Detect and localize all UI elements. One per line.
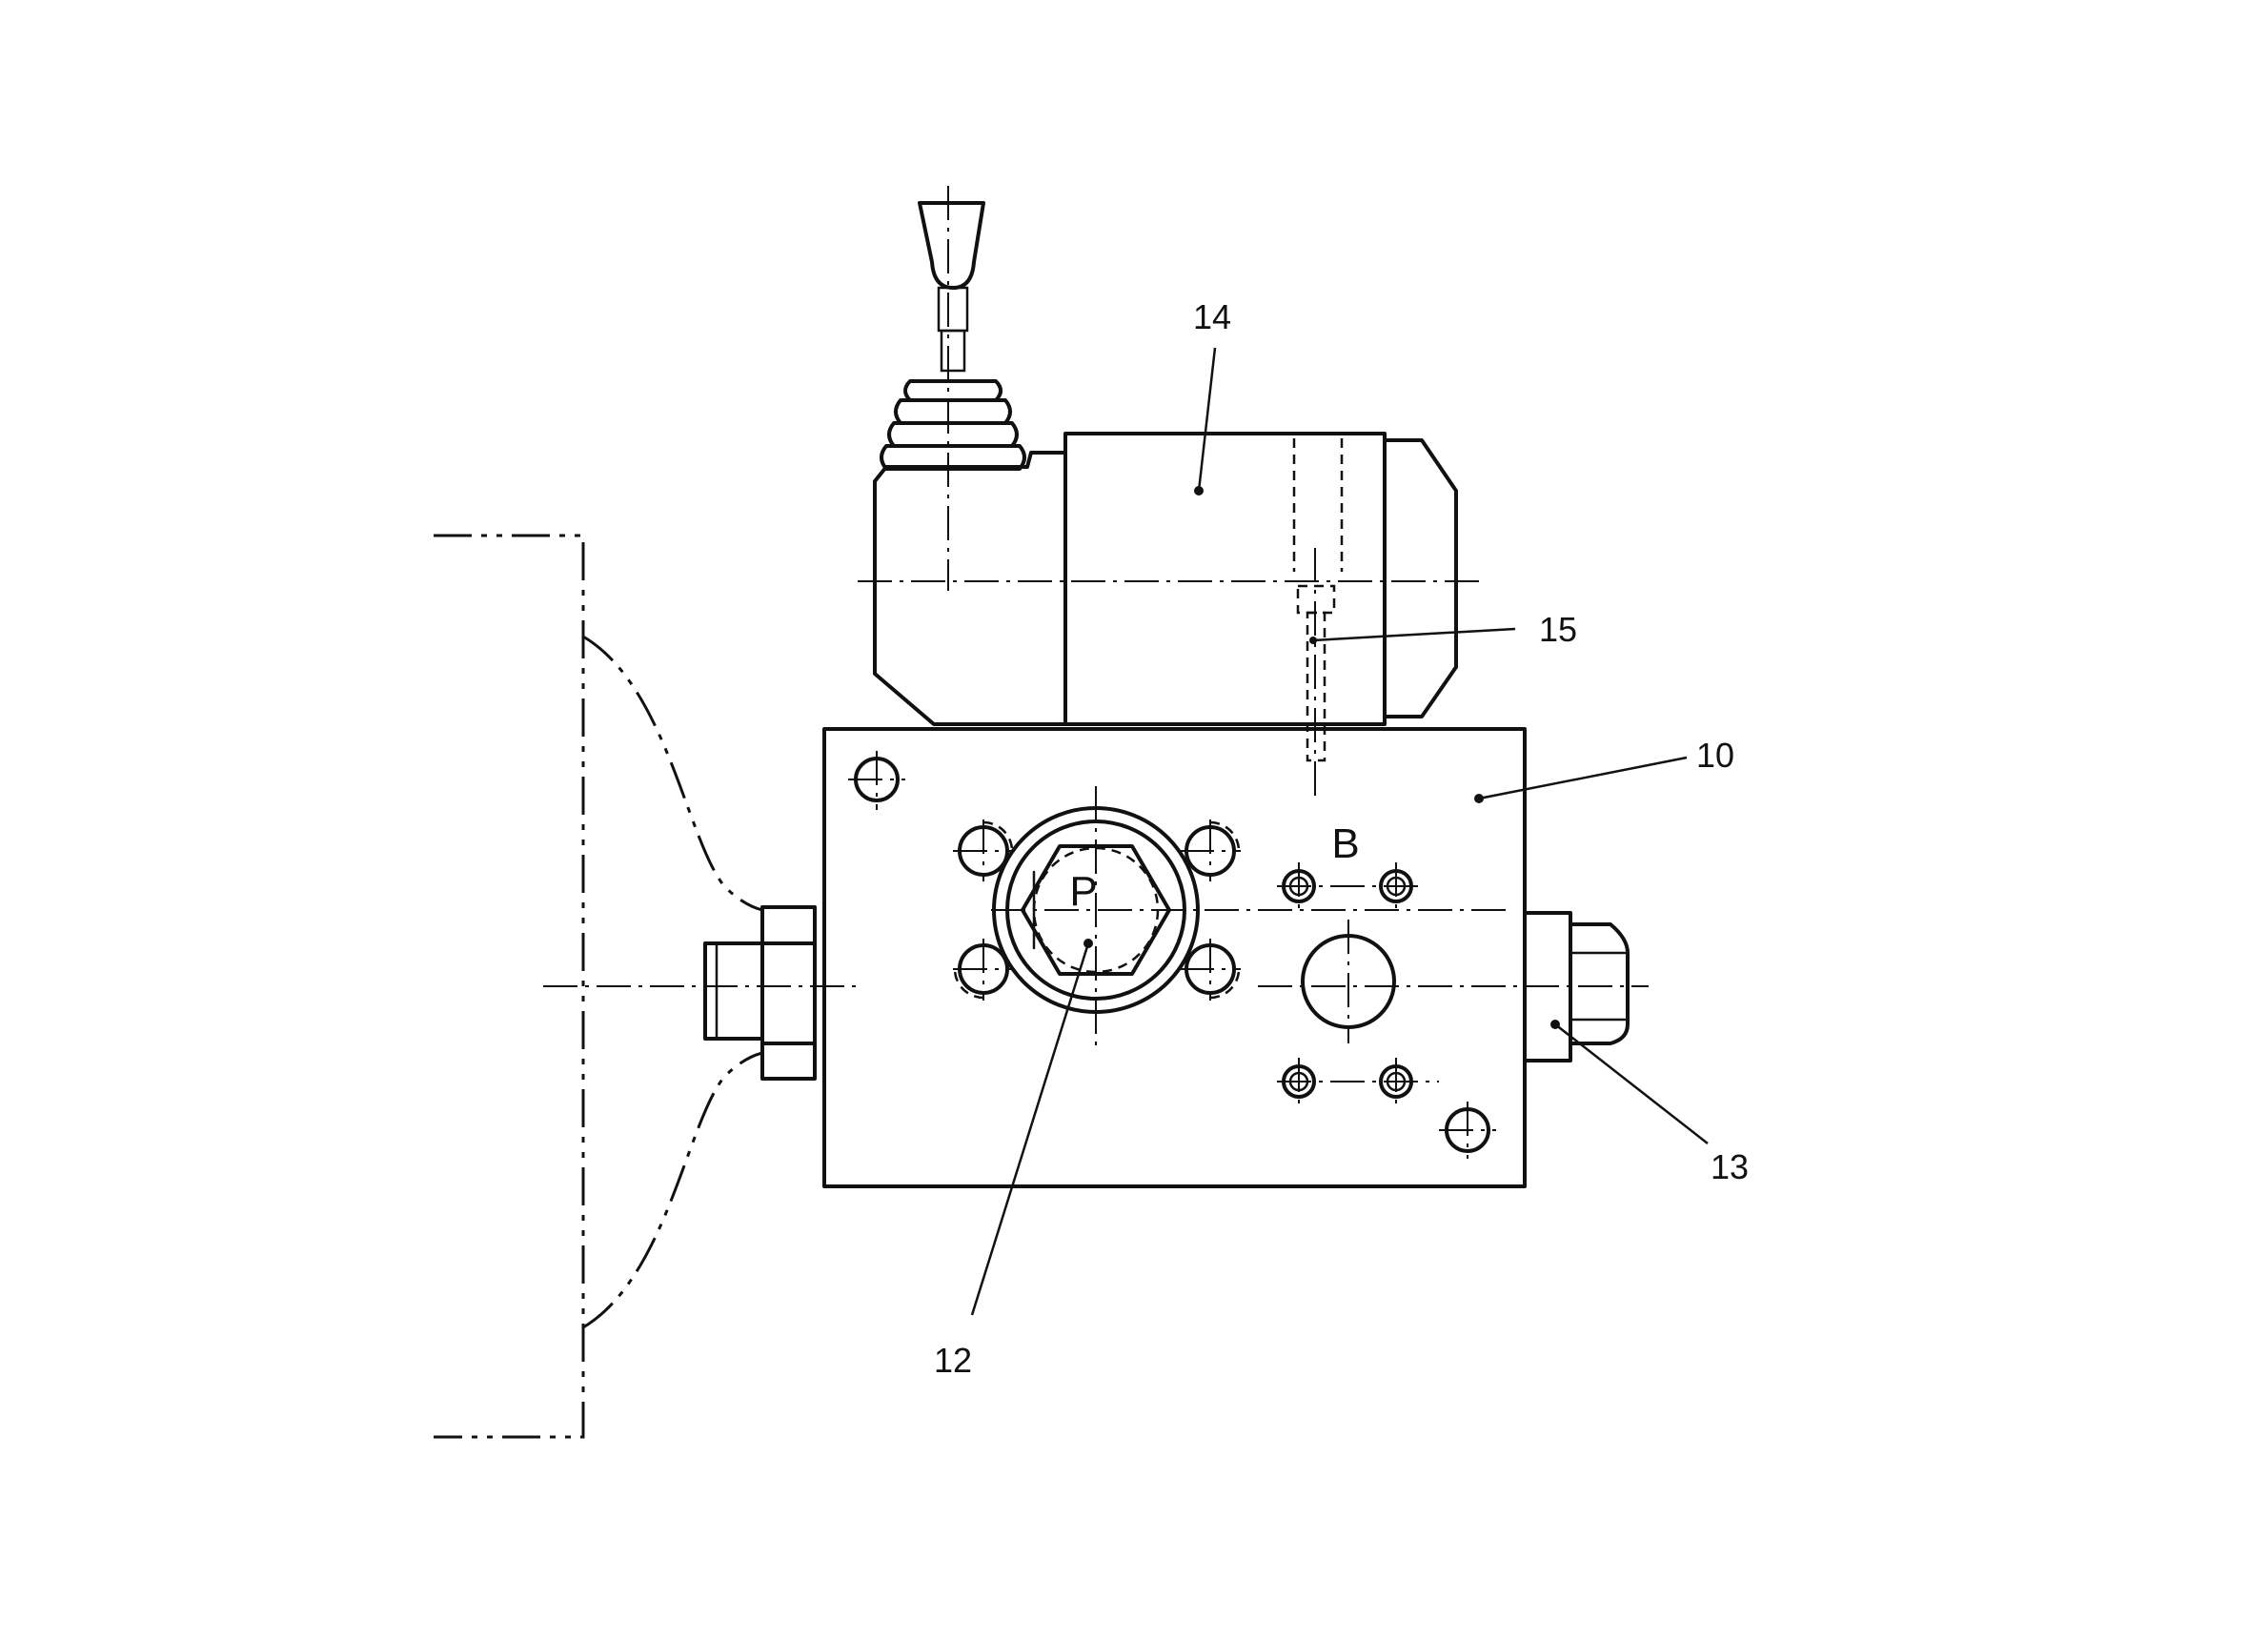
hand-lever (880, 201, 1026, 471)
port-label-b: B (1331, 820, 1359, 867)
left-threaded-fitting (703, 905, 817, 1081)
hidden-pin (1292, 438, 1344, 762)
label-14: 14 (1193, 297, 1231, 336)
leader-lines (970, 347, 1709, 1316)
phantom-mounting-body (434, 534, 763, 1439)
valve-actuator (873, 432, 1458, 726)
label-13: 13 (1711, 1147, 1749, 1186)
manifold-block (822, 727, 1527, 1188)
label-10: 10 (1696, 736, 1734, 775)
centerlines (543, 186, 1649, 1159)
port-label-p: P (1069, 868, 1097, 915)
label-12: 12 (934, 1341, 972, 1380)
label-15: 15 (1539, 610, 1577, 649)
